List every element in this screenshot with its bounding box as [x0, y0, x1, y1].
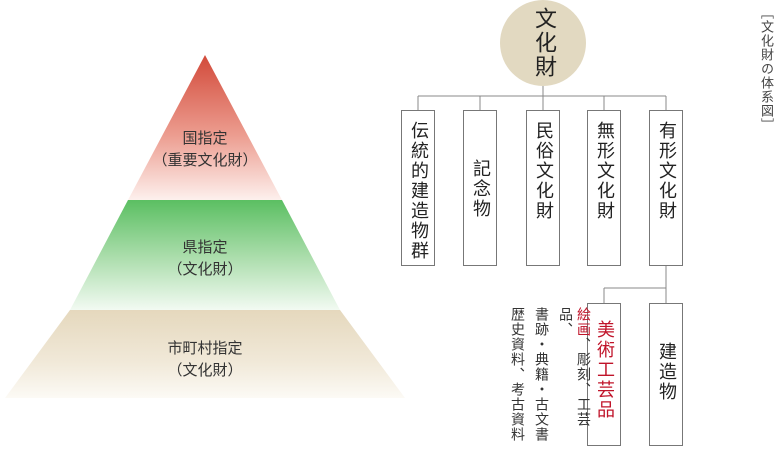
prefectural-label: 県指定 （文化財） — [125, 236, 285, 280]
municipal-label-line1: 市町村指定 — [167, 339, 243, 357]
root-node: 文化財 — [500, 0, 586, 86]
note-column-1: 絵画、彫刻、工芸品、 — [556, 307, 592, 450]
pyramid-municipal-tier — [5, 310, 405, 398]
pyramid — [5, 55, 405, 398]
category-folk: 民俗文化財 — [526, 110, 560, 266]
sub-label: 美術工芸品 — [594, 320, 615, 420]
category-intangible: 無形文化財 — [587, 110, 621, 266]
pyramid-national-tier — [128, 55, 282, 200]
municipal-label: 市町村指定 （文化財） — [125, 337, 285, 381]
diagram-caption: ［文化財の体系図］ — [758, 6, 773, 132]
national-label-line1: 国指定 — [182, 129, 228, 147]
national-label: 国指定 （重要文化財） — [125, 127, 285, 171]
note-column-3: 歴史資料、考古資料 — [509, 307, 525, 442]
category-traditional-buildings: 伝統的建造物群 — [401, 110, 435, 266]
sub-fine-arts-crafts: 美術工芸品 — [587, 303, 621, 446]
note-column-2: 書跡・典籍・古文書 — [533, 307, 549, 442]
category-label: 記念物 — [470, 159, 491, 219]
root-label: 文化財 — [531, 7, 556, 79]
sub-buildings: 建造物 — [649, 303, 683, 446]
category-label: 無形文化財 — [594, 121, 615, 221]
prefectural-label-line1: 県指定 — [182, 238, 228, 256]
national-label-line2: （重要文化財） — [152, 151, 258, 169]
pyramid-prefectural-tier — [70, 200, 340, 310]
municipal-label-line2: （文化財） — [167, 361, 243, 379]
category-label: 伝統的建造物群 — [408, 121, 429, 261]
category-label: 民俗文化財 — [533, 121, 554, 221]
note-highlight: 絵画 — [575, 307, 591, 337]
category-tangible: 有形文化財 — [649, 110, 683, 266]
category-label: 有形文化財 — [656, 121, 677, 221]
prefectural-label-line2: （文化財） — [167, 260, 243, 278]
category-monuments: 記念物 — [463, 110, 497, 266]
sub-label: 建造物 — [656, 342, 677, 402]
note-rest: 、彫刻、工芸品、 — [557, 307, 591, 427]
